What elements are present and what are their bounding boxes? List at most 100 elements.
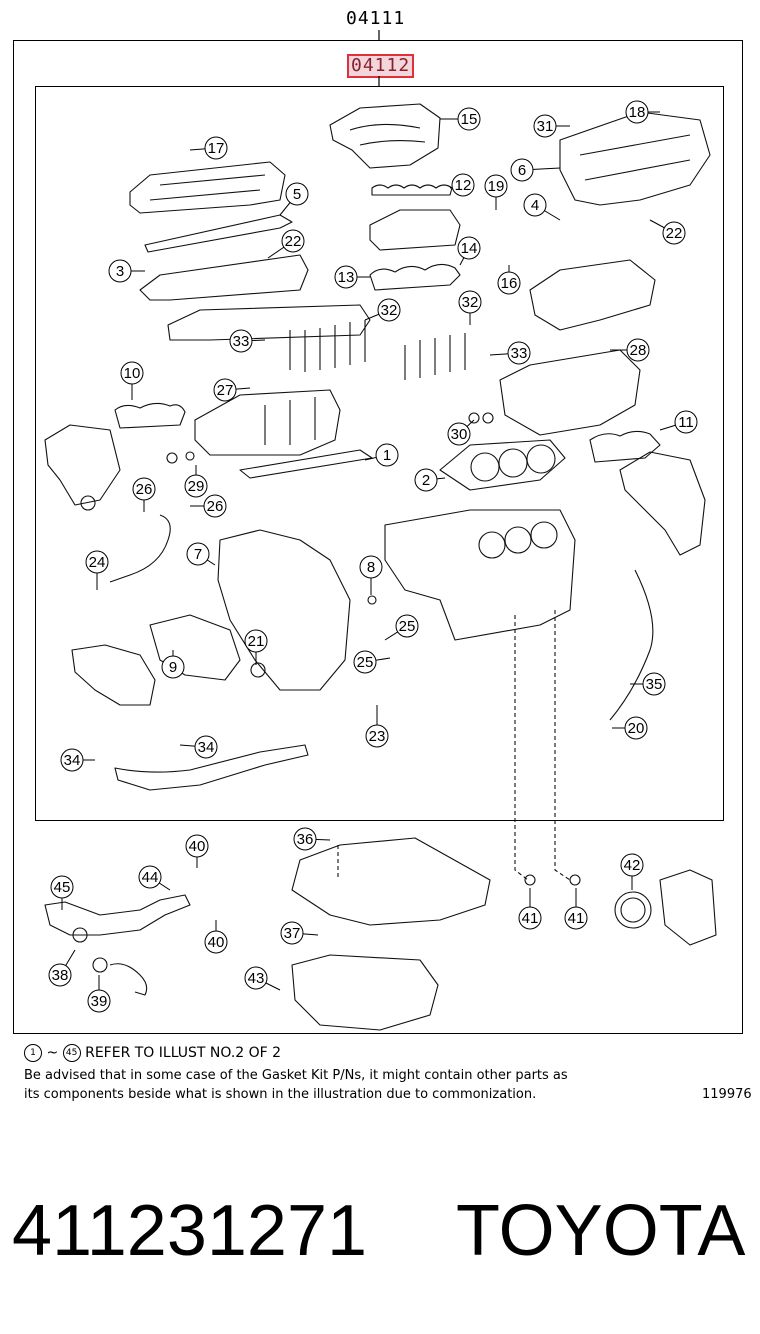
callout-circle — [414, 468, 438, 492]
callout-39[interactable]: 39 — [87, 975, 111, 1013]
callout-circle — [620, 853, 644, 877]
callout-1[interactable]: 1 — [364, 443, 399, 467]
callout-22[interactable]: 22 — [267, 229, 305, 259]
callout-number: 9 — [169, 659, 177, 676]
callout-3[interactable]: 3 — [108, 259, 145, 283]
callout-number: 41 — [568, 910, 585, 927]
callout-23[interactable]: 23 — [365, 705, 389, 748]
callout-5[interactable]: 5 — [279, 182, 309, 216]
callout-number: 31 — [537, 118, 554, 135]
range-end-callout: 45 — [62, 1044, 81, 1062]
callout-40[interactable]: 40 — [185, 834, 209, 868]
callout-38[interactable]: 38 — [48, 949, 76, 987]
callout-41[interactable]: 41 — [564, 888, 588, 930]
callout-6[interactable]: 6 — [510, 158, 561, 182]
callout-circle — [194, 735, 218, 759]
callout-number: 6 — [518, 162, 526, 179]
callout-26[interactable]: 26 — [190, 494, 227, 518]
right-camshaft-housing-outline — [529, 259, 656, 331]
lower-oil-pan-outline — [291, 954, 439, 1031]
cylinder-block-outline — [384, 509, 576, 641]
callout-20[interactable]: 20 — [612, 716, 648, 740]
illustration-id: 119976 — [702, 1087, 752, 1102]
callout-36[interactable]: 36 — [293, 827, 331, 851]
callout-number: 40 — [208, 934, 225, 951]
callout-circle — [377, 298, 401, 322]
upper-oil-pan-outline — [291, 837, 491, 926]
callout-25[interactable]: 25 — [353, 650, 391, 674]
intake-plenum-outline — [329, 103, 441, 169]
callout-circle — [375, 443, 399, 467]
callout-21[interactable]: 21 — [244, 629, 268, 665]
callout-17[interactable]: 17 — [189, 136, 228, 160]
callout-number: 26 — [136, 481, 153, 498]
callout-32[interactable]: 32 — [364, 298, 401, 322]
callout-4[interactable]: 4 — [523, 193, 561, 221]
callout-19[interactable]: 19 — [484, 174, 508, 210]
callout-13[interactable]: 13 — [334, 265, 370, 289]
callout-circle — [120, 361, 144, 385]
callout-circle — [244, 966, 268, 990]
right-valves — [404, 333, 466, 380]
callout-circle — [662, 221, 686, 245]
callout-35[interactable]: 35 — [630, 672, 666, 696]
callout-circle — [50, 875, 74, 899]
callout-number: 39 — [91, 993, 108, 1010]
callout-45[interactable]: 45 — [50, 875, 74, 910]
callout-43[interactable]: 43 — [244, 966, 281, 991]
callout-9[interactable]: 9 — [161, 650, 185, 679]
disclaimer-line-1: Be advised that in some case of the Gask… — [24, 1068, 568, 1083]
callout-number: 27 — [217, 382, 234, 399]
callout-circle — [204, 930, 228, 954]
callout-circle — [204, 136, 228, 160]
callout-31[interactable]: 31 — [533, 114, 570, 138]
oil-pump-outline — [71, 644, 156, 706]
callout-circle — [293, 827, 317, 851]
callout-26[interactable]: 26 — [132, 477, 156, 512]
callout-34[interactable]: 34 — [179, 735, 218, 759]
callout-7[interactable]: 7 — [186, 542, 216, 566]
callout-number: 22 — [285, 233, 302, 250]
callout-22[interactable]: 22 — [649, 219, 686, 245]
callout-33[interactable]: 33 — [489, 341, 531, 365]
callout-number: 8 — [367, 559, 375, 576]
callout-circle — [184, 474, 208, 498]
callout-25[interactable]: 25 — [384, 614, 419, 641]
timing-cover-outline — [217, 529, 351, 691]
callout-number: 20 — [628, 720, 645, 737]
callout-number: 33 — [233, 333, 250, 350]
callout-18[interactable]: 18 — [625, 100, 660, 124]
callout-16[interactable]: 16 — [497, 265, 521, 295]
sub-kit-part-number[interactable]: 04112 — [347, 54, 415, 78]
callout-2[interactable]: 2 — [414, 468, 446, 492]
callout-circle — [507, 341, 531, 365]
callout-number: 25 — [399, 618, 416, 635]
callout-28[interactable]: 28 — [610, 338, 650, 362]
callout-8[interactable]: 8 — [359, 555, 383, 595]
callout-40[interactable]: 40 — [204, 920, 228, 954]
callout-number: 22 — [666, 225, 683, 242]
callout-10[interactable]: 10 — [120, 361, 144, 400]
callout-number: 32 — [381, 302, 398, 319]
oil-dipstick-tube — [609, 569, 654, 721]
callout-41[interactable]: 41 — [518, 888, 542, 930]
callout-circle — [285, 182, 309, 206]
callout-circle — [60, 748, 84, 772]
callout-42[interactable]: 42 — [620, 853, 644, 890]
callout-circle — [132, 477, 156, 501]
callout-14[interactable]: 14 — [457, 236, 481, 266]
callout-34[interactable]: 34 — [60, 748, 95, 772]
callout-30[interactable]: 30 — [447, 419, 475, 446]
right-cylinder-head-outline — [499, 349, 641, 436]
callout-11[interactable]: 11 — [659, 410, 698, 434]
callout-27[interactable]: 27 — [213, 378, 251, 402]
callout-44[interactable]: 44 — [138, 865, 171, 891]
callout-33[interactable]: 33 — [229, 329, 266, 353]
callout-32[interactable]: 32 — [458, 290, 482, 325]
callout-15[interactable]: 15 — [440, 107, 481, 131]
callout-12[interactable]: 12 — [449, 173, 475, 197]
callout-29[interactable]: 29 — [184, 465, 208, 498]
callout-24[interactable]: 24 — [85, 550, 109, 590]
callout-circle — [186, 542, 210, 566]
callout-37[interactable]: 37 — [280, 921, 319, 945]
